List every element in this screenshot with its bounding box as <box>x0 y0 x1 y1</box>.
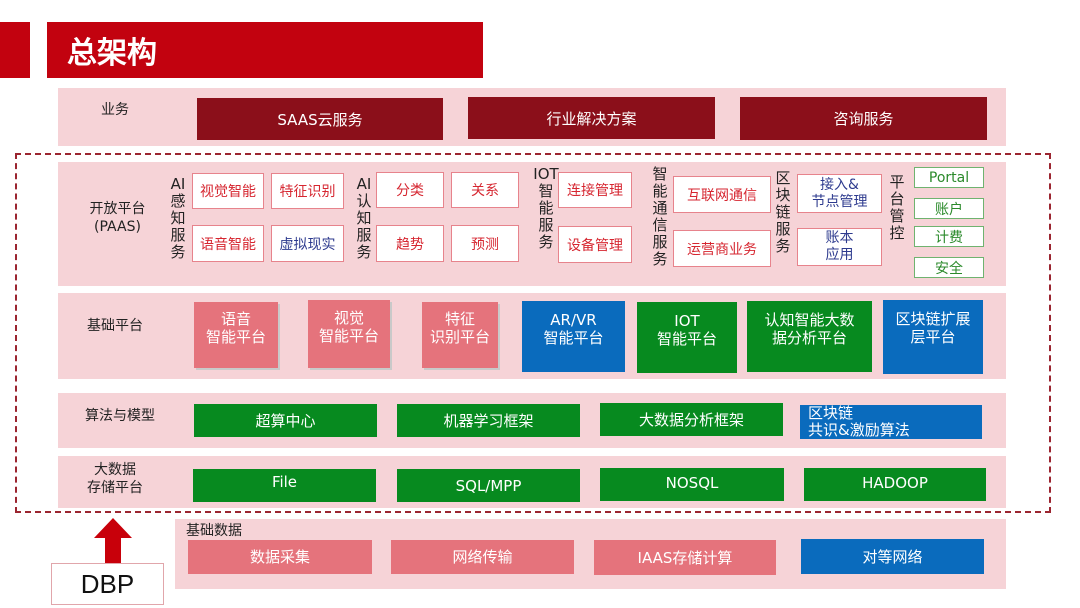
blockchain-extension-platform: 区块链扩展 层平台 <box>883 300 983 374</box>
dashed-frame <box>15 153 1051 513</box>
storage-hadoop: HADOOP <box>804 468 986 501</box>
base-platform-label: 基础平台 <box>87 318 143 334</box>
virtual-reality: 虚拟现实 <box>271 225 344 262</box>
ledger-application: 账本 应用 <box>797 228 882 266</box>
visual-intelligence: 视觉智能 <box>192 173 264 209</box>
up-arrow-icon <box>94 518 132 564</box>
comm-label: 智 能 通 信 服 务 <box>652 165 668 268</box>
industry-solution: 行业解决方案 <box>468 97 715 139</box>
feature-recognition: 特征识别 <box>271 173 344 209</box>
visual-platform: 视觉 智能平台 <box>308 300 390 368</box>
storage-nosql: NOSQL <box>600 468 784 501</box>
page-title: 总架构 <box>67 36 157 71</box>
ai-cognition-label: AI 认 知 服 务 <box>356 175 372 261</box>
connection-management: 连接管理 <box>558 172 632 208</box>
supercomputing-center: 超算中心 <box>194 404 377 437</box>
internet-communication: 互联网通信 <box>673 176 771 213</box>
network-transmission: 网络传输 <box>391 540 574 574</box>
storage-label: 大数据 存储平台 <box>87 462 143 496</box>
p2p-network: 对等网络 <box>801 539 984 574</box>
title-accent <box>0 22 30 78</box>
classification: 分类 <box>376 172 444 208</box>
cognitive-bigdata-platform: 认知智能大数 据分析平台 <box>747 301 872 372</box>
iot-platform: IOT 智能平台 <box>637 302 737 373</box>
trend: 趋势 <box>376 225 444 262</box>
prediction: 预测 <box>451 225 519 262</box>
arvr-platform: AR/VR 智能平台 <box>522 301 625 372</box>
algorithms-label: 算法与模型 <box>85 408 155 424</box>
platform-control-label: 平 台 管 控 <box>889 173 905 242</box>
iaas-storage-compute: IAAS存储计算 <box>594 540 776 575</box>
voice-platform: 语音 智能平台 <box>194 302 278 368</box>
iot-label: IOT 智 能 服 务 <box>533 165 559 251</box>
bigdata-analysis-framework: 大数据分析框架 <box>600 403 783 436</box>
dbp-label: DBP <box>80 568 135 599</box>
security: 安全 <box>914 257 984 278</box>
relation: 关系 <box>451 172 519 208</box>
dbp-box: DBP <box>51 563 164 605</box>
machine-learning-framework: 机器学习框架 <box>397 404 580 437</box>
storage-file: File <box>193 469 376 502</box>
base-data-label: 基础数据 <box>186 523 242 539</box>
consulting-service: 咨询服务 <box>740 97 987 140</box>
data-collection: 数据采集 <box>188 540 372 574</box>
storage-sqlmpp: SQL/MPP <box>397 469 580 502</box>
ai-perception-label: AI 感 知 服 务 <box>170 175 186 261</box>
title-bar: 总架构 <box>47 22 483 78</box>
billing: 计费 <box>914 226 984 247</box>
saas-service: SAAS云服务 <box>197 98 443 140</box>
blockchain-consensus-algorithm: 区块链 共识&激励算法 <box>800 405 982 439</box>
access-node-management: 接入& 节点管理 <box>797 174 882 213</box>
voice-intelligence: 语音智能 <box>192 225 264 262</box>
blockchain-label: 区 块 链 服 务 <box>775 169 791 255</box>
portal: Portal <box>914 167 984 188</box>
account: 账户 <box>914 198 984 219</box>
business-label: 业务 <box>101 102 129 118</box>
feature-platform: 特征 识别平台 <box>422 302 498 368</box>
carrier-business: 运营商业务 <box>673 230 771 267</box>
device-management: 设备管理 <box>558 226 632 263</box>
paas-label: 开放平台 (PAAS) <box>89 201 146 235</box>
